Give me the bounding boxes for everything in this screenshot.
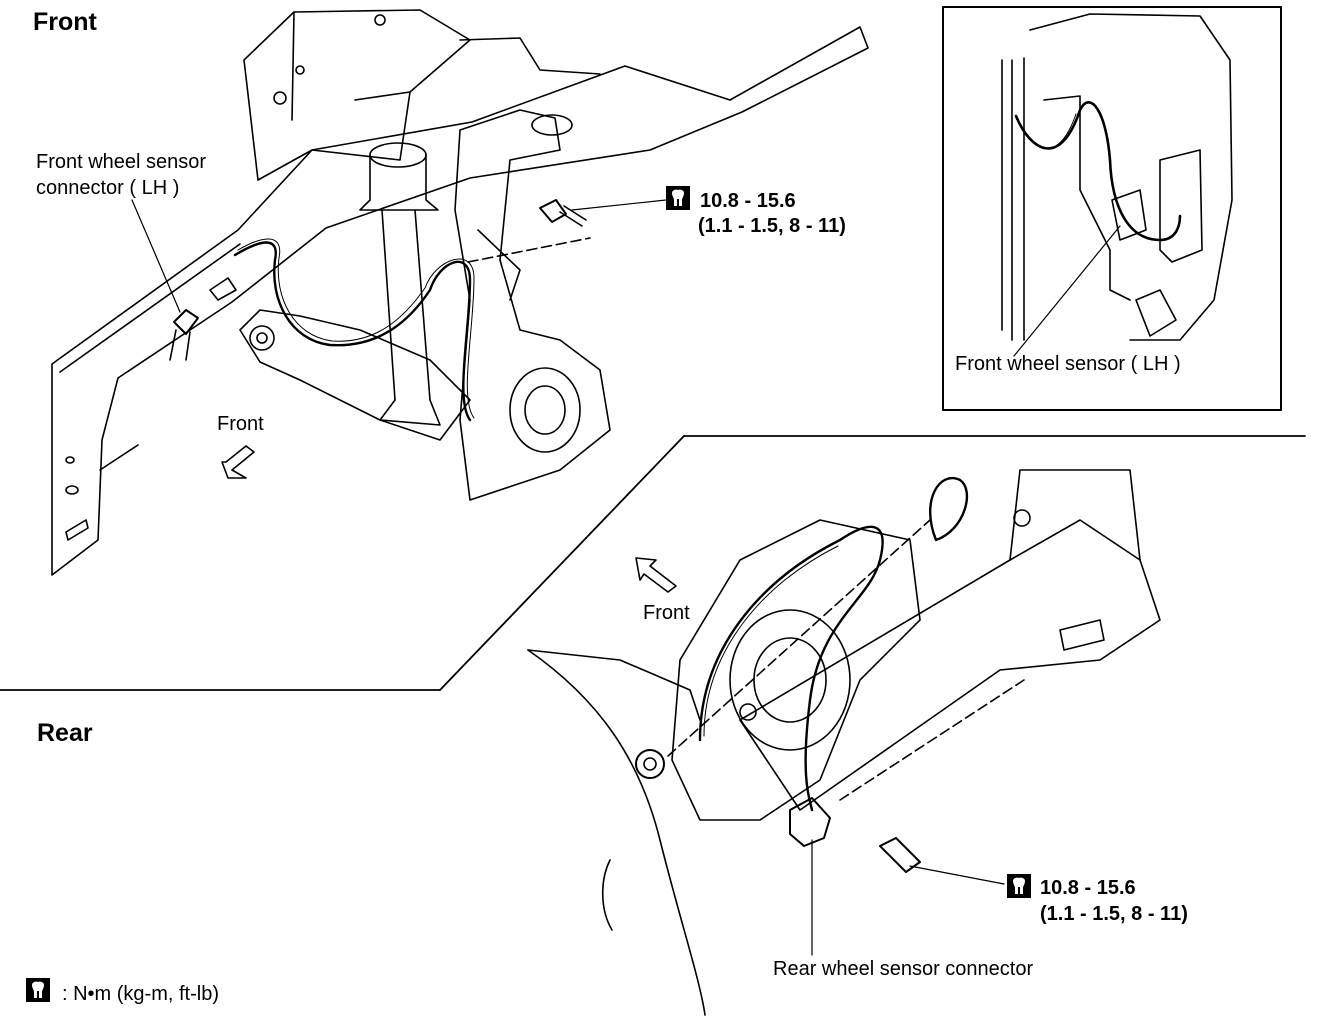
rear-torque-value: 10.8 - 15.6 (1040, 877, 1136, 899)
front-suspension-drawing (51, 9, 869, 576)
front-section-title: Front (33, 8, 97, 36)
front-leaders (131, 199, 667, 313)
inset-frame (942, 6, 1282, 411)
front-direction-arrow (221, 445, 255, 479)
front-torque-value: 10.8 - 15.6 (700, 190, 796, 212)
rear-torque-conversion: (1.1 - 1.5, 8 - 11) (1040, 903, 1188, 925)
front-connector-label-line2: connector ( LH ) (36, 177, 180, 199)
inset-leader (1013, 225, 1121, 357)
torque-wrench-icon (666, 186, 690, 210)
front-direction-label: Front (217, 413, 264, 435)
rear-direction-label: Front (643, 602, 690, 624)
torque-wrench-icon (26, 978, 50, 1002)
rear-axle-drawing (527, 469, 1161, 1016)
rear-front-direction-arrow (635, 557, 677, 593)
front-torque-conversion: (1.1 - 1.5, 8 - 11) (698, 215, 846, 237)
rear-connector-label: Rear wheel sensor connector (773, 958, 1034, 980)
front-connector-label-line1: Front wheel sensor (36, 151, 207, 173)
rear-section-title: Rear (37, 719, 93, 747)
torque-wrench-icon (1007, 874, 1031, 898)
section-divider (0, 435, 1306, 691)
rear-leaders (811, 839, 1005, 956)
inset-sensor-drawing (1001, 13, 1233, 341)
inset-sensor-label: Front wheel sensor ( LH ) (955, 353, 1181, 375)
torque-unit-legend: : N•m (kg-m, ft-lb) (62, 983, 219, 1005)
